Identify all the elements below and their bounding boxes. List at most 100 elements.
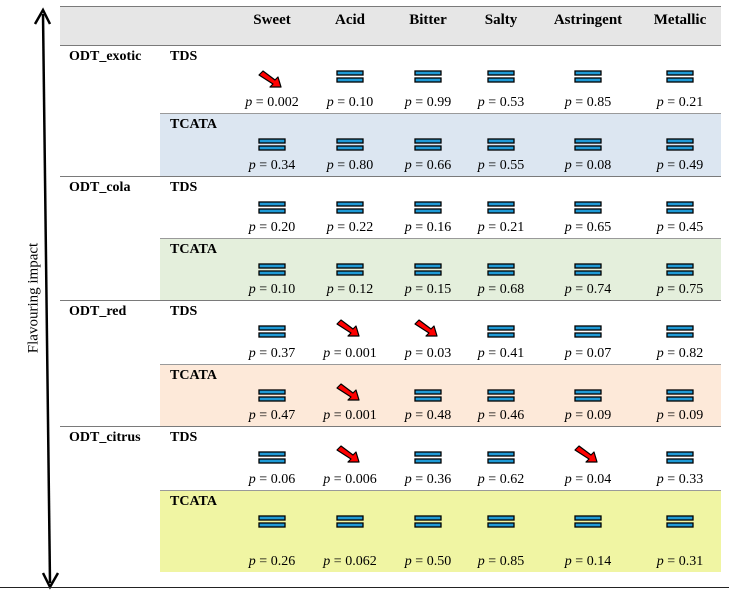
p-value: p = 0.55 [461,158,541,174]
p-prefix: p [477,472,485,487]
p-prefix: p [323,554,331,569]
p-value: p = 0.65 [548,220,628,236]
p-value: p = 0.002 [232,95,312,111]
p-value: p = 0.31 [640,554,720,570]
p-value-number: = 0.75 [663,282,704,297]
p-prefix: p [404,472,412,487]
result-cell-bitter: p = 0.99 [388,45,468,113]
p-value-number: = 0.03 [411,346,452,361]
p-prefix: p [404,220,412,235]
blue-equal-icon [486,67,516,87]
p-value-number: = 0.062 [330,554,377,569]
p-prefix: p [326,282,334,297]
p-prefix: p [656,220,664,235]
result-cell-astringent: p = 0.14 [548,490,628,572]
blue-equal-icon [665,322,695,342]
p-prefix: p [477,158,485,173]
p-prefix: p [656,95,664,110]
p-value-number: = 0.10 [333,95,374,110]
p-value: p = 0.50 [388,554,468,570]
p-value: p = 0.10 [232,282,312,298]
p-value: p = 0.001 [310,408,390,424]
red-down-arrow-icon [573,444,603,464]
p-value: p = 0.08 [548,158,628,174]
blue-equal-icon [573,135,603,155]
row-separator [60,300,721,301]
column-header-acid: Acid [335,12,365,28]
p-prefix: p [564,346,572,361]
p-prefix: p [404,95,412,110]
p-value-number: = 0.14 [571,554,612,569]
p-value: p = 0.37 [232,346,312,362]
p-value: p = 0.14 [548,554,628,570]
p-value: p = 0.36 [388,472,468,488]
result-cell-salty: p = 0.46 [461,364,541,426]
p-value-number: = 0.09 [663,408,704,423]
group-label: ODT_citrus [69,430,141,445]
result-cell-salty: p = 0.68 [461,238,541,300]
result-cell-acid: p = 0.10 [310,45,390,113]
blue-equal-icon [257,386,287,406]
blue-equal-icon [257,135,287,155]
result-cell-bitter: p = 0.48 [388,364,468,426]
p-value: p = 0.001 [310,346,390,362]
p-prefix: p [656,554,664,569]
blue-equal-icon [257,322,287,342]
column-header-bitter: Bitter [409,12,447,28]
result-cell-bitter: p = 0.36 [388,426,468,490]
result-cell-astringent: p = 0.09 [548,364,628,426]
blue-equal-icon [665,67,695,87]
blue-equal-icon [486,448,516,468]
flavouring-impact-axis: Flavouring impact [0,0,60,596]
blue-equal-icon [665,512,695,532]
p-value: p = 0.85 [461,554,541,570]
p-prefix: p [564,95,572,110]
p-value-number: = 0.12 [333,282,374,297]
p-prefix: p [656,282,664,297]
p-value-number: = 0.49 [663,158,704,173]
blue-equal-icon [413,448,443,468]
p-value: p = 0.06 [232,472,312,488]
result-cell-metallic: p = 0.49 [640,113,720,176]
result-cell-salty: p = 0.55 [461,113,541,176]
p-value: p = 0.16 [388,220,468,236]
result-cell-metallic: p = 0.45 [640,176,720,238]
p-prefix: p [323,346,331,361]
p-value-number: = 0.002 [252,95,299,110]
result-cell-bitter: p = 0.16 [388,176,468,238]
result-cell-sweet: p = 0.06 [232,426,312,490]
blue-equal-icon [257,512,287,532]
p-value: p = 0.09 [548,408,628,424]
blue-equal-icon [257,448,287,468]
blue-equal-icon [665,448,695,468]
p-value-number: = 0.99 [411,95,452,110]
p-value: p = 0.15 [388,282,468,298]
method-label: TDS [170,180,198,195]
p-prefix: p [477,554,485,569]
blue-equal-icon [486,322,516,342]
column-header-sweet: Sweet [253,12,291,28]
p-prefix: p [656,408,664,423]
blue-equal-icon [486,198,516,218]
p-value: p = 0.21 [640,95,720,111]
blue-equal-icon [665,260,695,280]
p-value-number: = 0.04 [571,472,612,487]
p-value-number: = 0.45 [663,220,704,235]
result-cell-salty: p = 0.21 [461,176,541,238]
result-cell-astringent: p = 0.04 [548,426,628,490]
p-prefix: p [477,95,485,110]
p-prefix: p [326,220,334,235]
p-value-number: = 0.34 [255,158,296,173]
result-cell-metallic: p = 0.75 [640,238,720,300]
red-down-arrow-icon [335,382,365,402]
method-label: TCATA [170,368,217,383]
p-prefix: p [248,346,256,361]
p-value-number: = 0.20 [255,220,296,235]
p-value: p = 0.33 [640,472,720,488]
p-value: p = 0.46 [461,408,541,424]
